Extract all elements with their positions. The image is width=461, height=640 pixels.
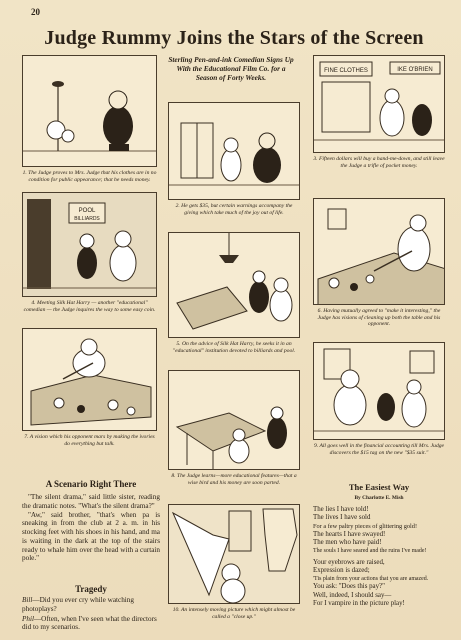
panel-2-drawing [169,122,299,186]
comic-panel-9 [313,342,445,440]
caption-8: 8. The Judge learns—more educational fea… [171,473,297,486]
tragedy-line-2-text: —Often, when I've seen what the director… [22,614,157,632]
caption-5: 5. On the advice of Silk Hat Harry, he s… [172,341,296,354]
poem-line: Your eyebrows are raised, [313,558,385,566]
page-number: 20 [31,7,40,17]
poem-line: 'Tis plain from your actions that you ar… [313,575,429,582]
subhead: Sterling Pen-and-ink Comedian Signs Up W… [168,55,294,82]
poem-line: For a few paltry pieces of glittering go… [313,522,418,530]
caption-10: 10. An intensely moving picture which mi… [172,607,296,620]
scenario-paragraph-1: "The silent drama," said little sister, … [22,493,160,510]
sign-pool: POOL [79,208,96,214]
poem-line: The lives I have sold [313,514,371,522]
poem-line: Well, indeed, I should say— [313,591,392,599]
panel-4-drawing: POOL BILLIARDS [23,193,156,296]
poem-line: The lies I have told! [313,506,369,513]
poem-line: The hearts I have swayed! [313,530,386,538]
sign-ike-obrien: IKE O'BRIEN [397,67,433,73]
comic-panel-6 [313,198,445,305]
sign-billiards: BILLIARDS [74,216,100,222]
sign-fine-clothes: FINE CLOTHES [324,68,368,74]
caption-3: 3. Fifteen dollars will buy a hand-me-do… [313,156,445,169]
panel-9-drawing [314,348,444,432]
caption-7: 7. A vision which his opponent mars by m… [24,434,155,447]
panel-8-drawing [175,406,287,469]
easiest-way-poem: The lies I have told! The lives I have s… [313,506,459,609]
page-title: Judge Rummy Joins the Stars of the Scree… [44,27,424,49]
easiest-way-title: The Easiest Way [348,482,410,492]
poem-line: Expression is dazed; [313,567,370,575]
panel-7-drawing [30,338,152,426]
panel-10-drawing [169,505,299,603]
comic-panel-7 [22,328,157,431]
poem-line: You ask: "Does this pay?" [313,583,385,591]
caption-1: 1. The Judge proves to Mrs. Judge that h… [22,170,157,183]
tragedy-line-2: Phil—Often, when I've seen what the dire… [22,615,160,633]
scenario-paragraph-2: "Aw," said brother, "that's when pa is s… [22,510,160,563]
easiest-way-byline: By Charlotte E. Mish [354,495,404,501]
comic-panel-4: POOL BILLIARDS [22,192,157,297]
poem-line: The souls I have seared and the ruins I'… [313,547,427,554]
comic-panel-2 [168,102,300,200]
comic-panel-10 [168,504,300,604]
panel-5-drawing [176,233,293,330]
scenario-title: A Scenario Right There [45,479,137,489]
comic-panel-1 [22,55,157,167]
caption-2: 2. He gets $35, but certain warnings acc… [175,203,293,216]
tragedy-line-1-text: —Did you ever cry while watching photopl… [22,596,134,613]
panel-1-drawing [23,81,156,152]
caption-9: 9. All goes well in the financial accoun… [313,443,445,456]
tragedy-line-1: Bill—Did you ever cry while watching pho… [22,596,160,614]
panel-3-drawing: FINE CLOTHES IKE O'BRIEN [314,61,444,141]
tragedy-body: Bill—Did you ever cry while watching pho… [22,596,160,633]
caption-6: 6. Having mutually agreed to "make it in… [317,308,441,328]
panel-6-drawing [317,208,444,304]
speaker-phil: Phil [22,614,34,623]
speaker-bill: Bill [22,596,33,604]
comic-panel-5 [168,232,300,338]
scenario-body: "The silent drama," said little sister, … [22,493,160,563]
poem-line: For I vampire in the picture play! [313,600,405,608]
caption-4: 4. Meeting Silk Hat Harry — another "edu… [23,300,156,313]
comic-panel-8 [168,370,300,470]
comic-panel-3: FINE CLOTHES IKE O'BRIEN [313,55,445,153]
poem-line: The men who have paid! [313,539,382,547]
tragedy-title: Tragedy [75,584,107,594]
